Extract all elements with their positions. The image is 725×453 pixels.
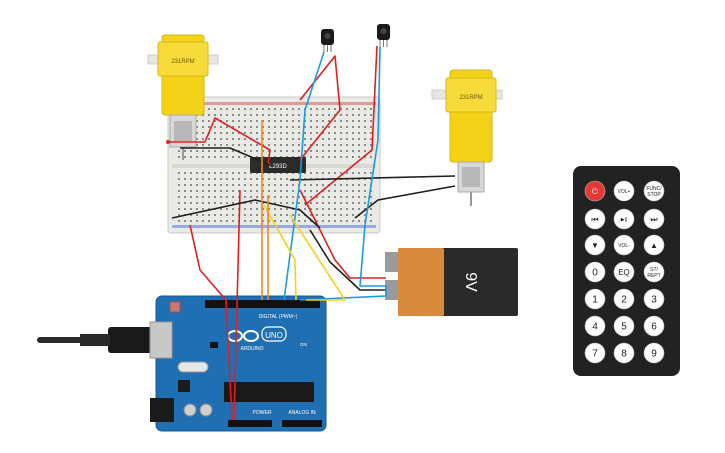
remote-button-label: 4	[592, 322, 598, 333]
remote-button-label: 1	[592, 295, 598, 306]
wire-red-4[interactable]	[304, 45, 378, 206]
remote-button-digit-8[interactable]: 8	[613, 342, 635, 364]
ir-remote[interactable]: ⏻ VOL+ FUNC/STOP ⏮ ▶|| ⏭ ▼ VOL- ▲ 0 EQ ST/REPT 1 2 3 4 5…	[573, 166, 680, 376]
remote-button-down[interactable]: ▼	[584, 234, 606, 256]
wire-black-5[interactable]	[180, 147, 271, 166]
l293d-label: L293D	[269, 164, 287, 170]
remote-button-digit-1[interactable]: 1	[584, 288, 606, 310]
wire-red-3[interactable]	[299, 55, 341, 161]
usb-cable-plug[interactable]	[108, 327, 154, 353]
remote-button-label: ⏭	[650, 215, 657, 224]
remote-button-vol-plus[interactable]: VOL+	[613, 180, 635, 202]
remote-button-label: EQ	[618, 268, 630, 277]
remote-button-func-stop[interactable]: FUNC/STOP	[643, 180, 665, 202]
remote-button-label: STOP	[647, 192, 661, 198]
remote-button-label: ⏮	[591, 215, 598, 224]
remote-button-eq[interactable]: EQ	[613, 261, 635, 283]
wire-black-1[interactable]	[171, 199, 321, 229]
remote-button-label: 5	[621, 322, 627, 333]
arduino-uno[interactable]: DIGITAL (PWM~) UNO ARDUINO ON POWER ANAL…	[37, 295, 327, 432]
remote-button-label: 3	[651, 295, 657, 306]
remote-button-label: ▶||	[621, 217, 627, 223]
remote-button-play-pause[interactable]: ▶||	[613, 208, 635, 230]
remote-button-label: 0	[592, 268, 598, 279]
remote-button-digit-6[interactable]: 6	[643, 315, 665, 337]
remote-button-label: VOL+	[618, 189, 631, 195]
remote-button-digit-9[interactable]: 9	[643, 342, 665, 364]
wire-yellow-2[interactable]	[289, 214, 346, 301]
battery-9v[interactable]: 9V	[385, 248, 518, 316]
battery-label: 9V	[462, 272, 479, 292]
power-header-label: POWER	[253, 410, 272, 416]
on-led-label: ON	[300, 342, 307, 347]
remote-button-label: ST/	[650, 267, 658, 273]
wire-yellow-1[interactable]	[263, 204, 297, 301]
remote-button-label: 9	[651, 349, 657, 360]
remote-button-label: ⏻	[592, 187, 599, 196]
remote-buttons: ⏻ VOL+ FUNC/STOP ⏮ ▶|| ⏭ ▼ VOL- ▲ 0 EQ ST/REPT 1 2 3 4 5…	[584, 180, 665, 364]
wire-red-6[interactable]	[233, 189, 241, 421]
remote-button-label: REPT	[647, 273, 660, 279]
wire-black-4[interactable]	[309, 229, 386, 291]
wire-red-2[interactable]	[189, 224, 233, 421]
wire-red-1[interactable]	[168, 117, 271, 166]
remote-button-power[interactable]: ⏻	[584, 180, 606, 202]
wire-blue-2[interactable]	[299, 46, 387, 301]
remote-button-up[interactable]: ▲	[643, 234, 665, 256]
l293d-driver-ic[interactable]: L293D	[250, 157, 306, 173]
remote-button-digit-7[interactable]: 7	[584, 342, 606, 364]
remote-button-st-rept[interactable]: ST/REPT	[643, 261, 665, 283]
remote-button-digit-3[interactable]: 3	[643, 288, 665, 310]
ir-receiver-right[interactable]	[377, 24, 390, 47]
motor-right-label: 231RPM	[459, 95, 482, 101]
remote-button-label: ▼	[591, 241, 599, 250]
reset-button[interactable]	[169, 301, 181, 313]
ir-receiver-left[interactable]	[321, 29, 334, 52]
digital-header-label: DIGITAL (PWM~)	[259, 314, 298, 320]
remote-button-label: 8	[621, 349, 627, 360]
remote-button-label: 7	[592, 349, 598, 360]
wires	[168, 45, 456, 421]
remote-button-digit-2[interactable]: 2	[613, 288, 635, 310]
motor-right[interactable]: 231RPM	[431, 69, 503, 206]
motor-left-label: 231RPM	[171, 59, 194, 65]
remote-button-next[interactable]: ⏭	[643, 208, 665, 230]
atmega-chip	[224, 382, 314, 402]
remote-button-label: 6	[651, 322, 657, 333]
remote-button-digit-5[interactable]: 5	[613, 315, 635, 337]
remote-button-label: FUNC/	[646, 186, 662, 192]
remote-button-label: ▲	[650, 241, 658, 250]
arduino-brand: ARDUINO	[240, 346, 263, 352]
wire-black-3[interactable]	[354, 185, 456, 219]
analog-header-label: ANALOG IN	[288, 410, 316, 416]
remote-button-label: VOL-	[618, 243, 630, 249]
remote-button-digit-0[interactable]: 0	[584, 261, 606, 283]
uno-logo-text: UNO	[265, 331, 283, 340]
wire-blue-1[interactable]	[283, 51, 325, 301]
remote-button-digit-4[interactable]: 4	[584, 315, 606, 337]
remote-button-label: 2	[621, 295, 627, 306]
remote-button-prev[interactable]: ⏮	[584, 208, 606, 230]
remote-button-vol-minus[interactable]: VOL-	[613, 234, 635, 256]
